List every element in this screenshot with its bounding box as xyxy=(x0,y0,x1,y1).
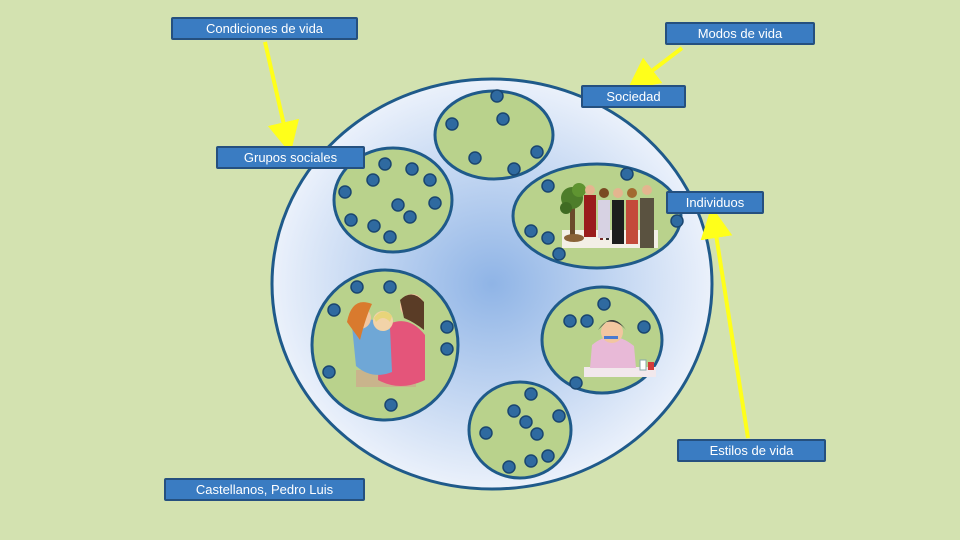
grupos-sociales-label: Grupos sociales xyxy=(216,146,365,169)
individual-dot xyxy=(597,297,611,311)
group-right-large xyxy=(511,162,683,270)
individual-dot xyxy=(391,198,405,212)
individual-dot xyxy=(563,314,577,328)
individual-dot xyxy=(637,320,651,334)
group-top xyxy=(433,89,555,181)
individual-dot xyxy=(507,162,521,176)
individual-dot xyxy=(507,404,521,418)
individual-dot xyxy=(367,219,381,233)
arrow-condiciones-to-grupos xyxy=(263,41,300,154)
arrow-estilos-to-individuos xyxy=(700,206,750,439)
individual-dot xyxy=(378,157,392,171)
individual-dot xyxy=(524,224,538,238)
sociedad-label: Sociedad xyxy=(581,85,686,108)
individual-dot xyxy=(519,415,533,429)
individual-dot xyxy=(502,460,516,474)
individual-dot xyxy=(428,196,442,210)
individual-dot xyxy=(552,409,566,423)
individual-dot xyxy=(524,387,538,401)
individual-dot xyxy=(541,449,555,463)
group-left xyxy=(332,146,454,254)
individual-dot xyxy=(530,145,544,159)
individual-dot xyxy=(496,112,510,126)
individual-dot xyxy=(384,398,398,412)
individual-dot xyxy=(403,210,417,224)
individual-dot xyxy=(490,89,504,103)
individual-dot xyxy=(440,342,454,356)
estilos-de-vida-label: Estilos de vida xyxy=(677,439,826,462)
individual-dot xyxy=(383,280,397,294)
individual-dot xyxy=(405,162,419,176)
modos-de-vida-label: Modos de vida xyxy=(665,22,815,45)
author-label: Castellanos, Pedro Luis xyxy=(164,478,365,501)
individual-dot xyxy=(322,365,336,379)
individual-dot xyxy=(524,454,538,468)
arrow-modos-to-sociedad xyxy=(627,46,684,90)
individual-dot xyxy=(541,231,555,245)
individual-dot xyxy=(366,173,380,187)
individual-dot xyxy=(383,230,397,244)
individual-dot xyxy=(350,280,364,294)
party-group-illustration xyxy=(560,183,658,248)
individual-dot xyxy=(479,426,493,440)
individual-dot xyxy=(552,247,566,261)
individual-dot xyxy=(670,214,684,228)
mother-child-illustration xyxy=(347,294,425,387)
individual-dot xyxy=(338,185,352,199)
individual-dot xyxy=(423,173,437,187)
individual-dot xyxy=(468,151,482,165)
individual-dot xyxy=(344,213,358,227)
individual-dot xyxy=(327,303,341,317)
condiciones-de-vida-label: Condiciones de vida xyxy=(171,17,358,40)
individuos-label: Individuos xyxy=(666,191,764,214)
individuals xyxy=(322,89,684,474)
individual-dot xyxy=(530,427,544,441)
individual-dot xyxy=(580,314,594,328)
individual-dot xyxy=(445,117,459,131)
arrows xyxy=(263,41,750,439)
girl-brushing-teeth-illustration xyxy=(584,320,656,377)
individual-dot xyxy=(569,376,583,390)
individual-dot xyxy=(541,179,555,193)
individual-dot xyxy=(620,167,634,181)
individual-dot xyxy=(440,320,454,334)
